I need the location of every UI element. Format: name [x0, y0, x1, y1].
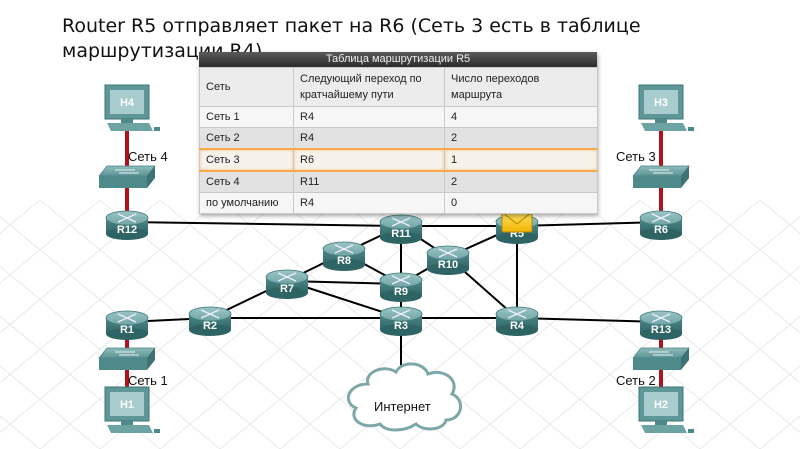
router-arrows-icon — [200, 309, 220, 319]
host-h4[interactable]: H4 — [104, 84, 160, 131]
router-r9[interactable]: R9 — [379, 272, 423, 302]
host-h1[interactable]: H1 — [104, 386, 160, 433]
router-label: R10 — [438, 259, 458, 271]
router-label: R4 — [510, 320, 525, 332]
router-r1[interactable]: R1 — [105, 310, 149, 340]
internet-label: Интернет — [374, 399, 431, 414]
router-r7[interactable]: R7 — [265, 269, 309, 299]
router-label: R12 — [117, 224, 137, 236]
table-row: по умолчанию R4 0 — [199, 192, 598, 214]
header-next-hop: Следующий переход по кратчайшему пути — [293, 67, 445, 107]
routing-table-caption: Таблица маршрутизации R5 — [199, 52, 597, 67]
router-arrows-icon — [438, 248, 458, 258]
cell-next-hop: R4 — [293, 106, 445, 128]
router-r4[interactable]: R4 — [495, 306, 539, 336]
router-r13[interactable]: R13 — [639, 310, 683, 340]
router-r12[interactable]: R12 — [105, 210, 149, 240]
router-label: R13 — [651, 324, 671, 336]
cell-network: Сеть 1 — [199, 106, 294, 128]
router-arrows-icon — [391, 217, 411, 227]
host-label: H4 — [120, 97, 135, 109]
table-row: Сеть 2 R4 2 — [199, 127, 598, 150]
table-row: Сеть 4 R11 2 — [199, 170, 598, 193]
table-row-highlighted: Сеть 3 R6 1 — [199, 148, 598, 172]
router-arrows-icon — [391, 275, 411, 285]
cell-next-hop: R6 — [293, 148, 445, 172]
cell-hops: 2 — [444, 127, 598, 150]
routing-table: Таблица маршрутизации R5 Сеть Следующий … — [199, 52, 598, 214]
cell-hops: 0 — [444, 192, 598, 214]
cell-hops: 1 — [444, 148, 598, 172]
router-arrows-icon — [651, 313, 671, 323]
cell-network: Сеть 4 — [199, 170, 294, 193]
router-label: R2 — [203, 320, 217, 332]
network-label-4: Сеть 4 — [128, 149, 168, 164]
host-label: H1 — [120, 399, 134, 411]
router-arrows-icon — [117, 313, 137, 323]
cell-network: Сеть 3 — [199, 148, 294, 172]
router-r8[interactable]: R8 — [322, 241, 366, 271]
router-arrows-icon — [117, 213, 137, 223]
network-label-1: Сеть 1 — [128, 373, 168, 388]
router-arrows-icon — [651, 213, 671, 223]
internet-cloud[interactable] — [346, 362, 462, 432]
cell-next-hop: R4 — [293, 127, 445, 150]
cell-hops: 2 — [444, 170, 598, 193]
routing-table-grid: Сеть Следующий переход по кратчайшему пу… — [199, 67, 598, 214]
packet-envelope-icon — [501, 211, 533, 233]
router-arrows-icon — [507, 309, 527, 319]
link-R5-R6 — [516, 221, 662, 227]
cell-next-hop: R4 — [293, 192, 445, 214]
router-label: R3 — [394, 320, 408, 332]
router-r3[interactable]: R3 — [379, 306, 423, 336]
link-R12-R11 — [126, 221, 402, 227]
router-r2[interactable]: R2 — [188, 306, 232, 336]
router-arrows-icon — [334, 244, 354, 254]
switch-icon — [98, 347, 156, 370]
router-label: R11 — [391, 228, 411, 240]
router-label: R8 — [337, 255, 351, 267]
cell-network: Сеть 2 — [199, 127, 294, 150]
host-h2[interactable]: H2 — [638, 386, 694, 433]
switch-icon — [98, 165, 156, 188]
link-R4-R13 — [516, 317, 662, 323]
header-network: Сеть — [199, 67, 294, 107]
cell-network: по умолчанию — [199, 192, 294, 214]
cell-hops: 4 — [444, 106, 598, 128]
routing-table-header: Сеть Следующий переход по кратчайшему пу… — [199, 67, 598, 107]
router-r10[interactable]: R10 — [426, 245, 470, 275]
router-label: R7 — [280, 283, 294, 295]
switch-icon — [632, 165, 690, 188]
router-label: R6 — [654, 224, 668, 236]
cloud-icon — [346, 362, 462, 432]
router-label: R1 — [120, 324, 134, 336]
table-row: Сеть 1 R4 4 — [199, 106, 598, 128]
router-label: R9 — [394, 286, 408, 298]
router-arrows-icon — [391, 309, 411, 319]
host-h3[interactable]: H3 — [638, 84, 694, 131]
router-r11[interactable]: R11 — [379, 214, 423, 244]
network-label-2: Сеть 2 — [616, 373, 656, 388]
network-label-3: Сеть 3 — [616, 149, 656, 164]
router-arrows-icon — [277, 272, 297, 282]
router-r6[interactable]: R6 — [639, 210, 683, 240]
cell-next-hop: R11 — [293, 170, 445, 193]
host-label: H3 — [654, 97, 668, 109]
header-hop-count: Число переходов маршрута — [444, 67, 598, 107]
switch-icon — [632, 347, 690, 370]
host-label: H2 — [654, 399, 668, 411]
